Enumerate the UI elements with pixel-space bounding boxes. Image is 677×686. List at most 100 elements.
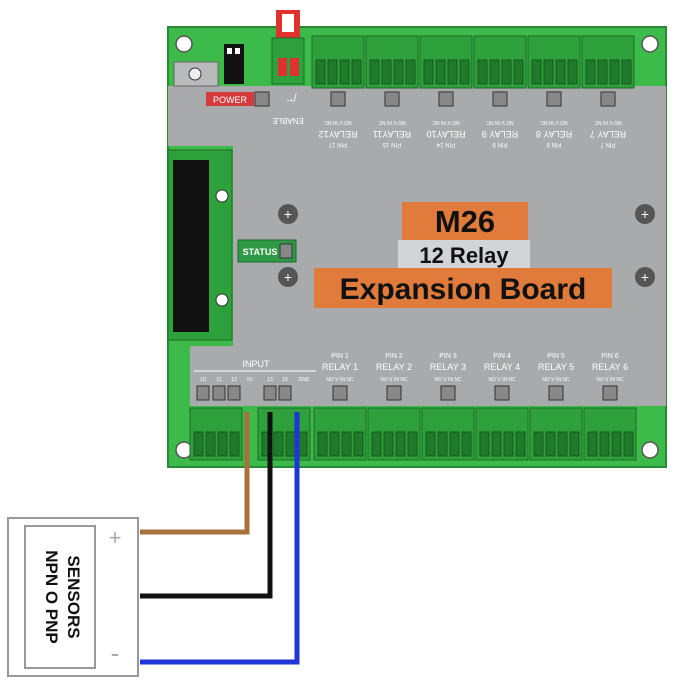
- screw: +: [635, 267, 655, 287]
- relay-label: RELAY 1: [322, 362, 358, 372]
- screw: +: [278, 204, 298, 224]
- relay-pins: NO V IN NC: [486, 119, 514, 125]
- relay-led: [332, 385, 348, 401]
- relay-label: RELAY10: [427, 129, 466, 139]
- screw: +: [278, 267, 298, 287]
- relay-label: RELAY 7: [590, 129, 626, 139]
- mounting-hole: [175, 35, 193, 53]
- sensor-label-line2: NPN O PNP: [42, 550, 61, 644]
- input-terminal[interactable]: [189, 407, 243, 461]
- relay-terminal-top[interactable]: [527, 35, 581, 89]
- title-bg: [402, 202, 528, 240]
- input-pin-label: 13: [267, 377, 273, 383]
- status-led: [279, 243, 293, 259]
- relay-pins: NO V IN NC: [378, 119, 406, 125]
- input-pin-label: 10: [200, 377, 206, 383]
- input-pin-label: GND: [298, 377, 310, 383]
- relay-terminal-top[interactable]: [581, 35, 635, 89]
- input-led: [196, 385, 210, 401]
- screw: +: [635, 204, 655, 224]
- enable-label-group: ENABLE: [272, 116, 304, 125]
- wire-blue: [140, 412, 300, 665]
- relay-pins: NO V IN NC: [380, 377, 408, 383]
- relay-label: RELAY 2: [376, 362, 412, 372]
- relay-terminal-bottom[interactable]: [475, 407, 529, 461]
- status-label: STATUS: [243, 247, 278, 257]
- svg-text:+: +: [641, 206, 649, 222]
- relay-pin-label: PIN 1: [331, 353, 349, 360]
- relay-led: [492, 91, 508, 107]
- relay-label: RELAY11: [373, 129, 411, 139]
- wire-brown: [140, 412, 250, 535]
- board-name-bg: [314, 268, 612, 308]
- relay-led: [602, 385, 618, 401]
- input-led: [227, 385, 241, 401]
- relay-pin-label: PIN 15: [382, 141, 401, 147]
- input-led: [278, 385, 292, 401]
- relay-label: RELAY 9: [482, 129, 518, 139]
- relay-pin-label: PIN 8: [546, 141, 562, 147]
- relay-label: RELAY12: [319, 129, 358, 139]
- relay-terminal-top[interactable]: [311, 35, 365, 89]
- relay-pin-label: PIN 14: [436, 141, 455, 147]
- relay-pin-label: PIN 9: [492, 141, 508, 147]
- relay-pin-label: PIN 5: [547, 353, 565, 360]
- relay-led: [548, 385, 564, 401]
- relay-terminal-bottom[interactable]: [421, 407, 475, 461]
- left-connector-slot: [173, 160, 209, 332]
- relay-pin-label: PIN 6: [601, 353, 619, 360]
- enable-switch-icon: ↛: [284, 93, 297, 105]
- relay-pins: NO V IN NC: [324, 119, 352, 125]
- relay-terminal-bottom[interactable]: [529, 407, 583, 461]
- relay-label: RELAY 5: [538, 362, 574, 372]
- relay-terminal-bottom[interactable]: [313, 407, 367, 461]
- wire-black: [140, 412, 273, 599]
- sensor-plus-label: +: [109, 525, 122, 550]
- svg-text:+: +: [284, 206, 292, 222]
- relay-terminal-bottom[interactable]: [583, 407, 637, 461]
- power-led: [254, 91, 270, 107]
- input-led: [212, 385, 226, 401]
- board-subtitle: 12 Relay: [419, 243, 509, 268]
- relay-pins: NO V IN NC: [432, 119, 460, 125]
- power-jack-socket: [188, 67, 202, 81]
- relay-label: RELAY 4: [484, 362, 520, 372]
- mounting-hole: [641, 441, 659, 459]
- input-label: INPUT: [243, 359, 271, 369]
- sensor-label-line1: SENSORS: [64, 555, 83, 638]
- relay-pins: NO V IN NC: [326, 377, 354, 383]
- sensor-minus-label: -: [111, 638, 120, 668]
- relay-pin-label: PIN 7: [600, 141, 616, 147]
- input-led: [263, 385, 277, 401]
- relay-terminal-top[interactable]: [473, 35, 527, 89]
- svg-text:+: +: [284, 269, 292, 285]
- relay-led: [330, 91, 346, 107]
- relay-terminal-top[interactable]: [365, 35, 419, 89]
- relay-terminal-bottom[interactable]: [367, 407, 421, 461]
- input-pin-label: 11: [216, 377, 221, 383]
- input-terminal[interactable]: [257, 407, 311, 461]
- board-title: M26: [435, 204, 495, 239]
- relay-terminal-top[interactable]: [419, 35, 473, 89]
- relay-led: [600, 91, 616, 107]
- svg-text:+: +: [641, 269, 649, 285]
- relay-pins: NO V IN NC: [540, 119, 568, 125]
- relay-pin-label: PIN 4: [493, 353, 511, 360]
- relay-pins: NO V IN NC: [594, 119, 622, 125]
- relay-label: RELAY 8: [536, 129, 572, 139]
- mounting-hole: [641, 35, 659, 53]
- power-label: POWER: [213, 95, 248, 105]
- subtitle-bg: [398, 240, 530, 268]
- relay-led: [386, 385, 402, 401]
- board-name: Expansion Board: [340, 273, 587, 306]
- relay-led: [440, 385, 456, 401]
- enable-jumper-block: [271, 37, 305, 85]
- sensor-box-inner: [24, 525, 96, 669]
- bottom-panel: [190, 346, 666, 406]
- input-pin-label: 12: [231, 377, 237, 383]
- relay-led: [438, 91, 454, 107]
- relay-label: RELAY 6: [592, 362, 628, 372]
- relay-led: [494, 385, 510, 401]
- input-pin-label: 5V: [247, 377, 254, 383]
- enable-label: ENABLE: [272, 116, 304, 125]
